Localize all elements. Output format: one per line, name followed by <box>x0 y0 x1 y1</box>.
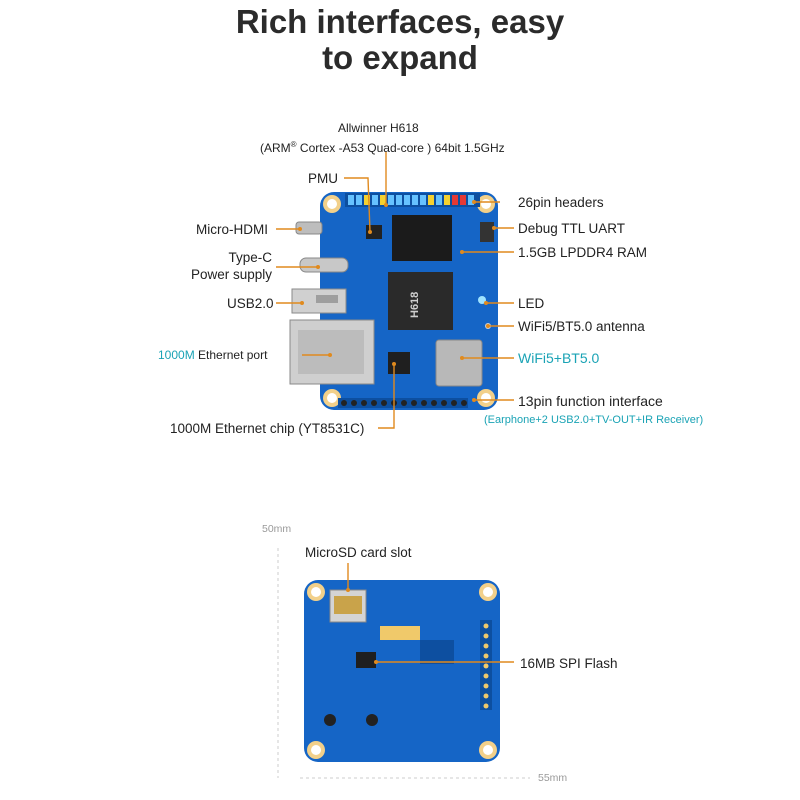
width-dimension: 55mm <box>538 772 568 784</box>
soc-label-post: Cortex -A53 Quad-core ) 64bit 1.5GHz <box>296 141 505 155</box>
ethernet-port-label-speed: 1000M <box>158 348 195 362</box>
height-dimension: 50mm <box>262 523 292 535</box>
usb-label: USB2.0 <box>227 296 274 311</box>
ethernet-chip <box>388 352 410 374</box>
wifi-module <box>435 339 483 387</box>
ethernet-chip-label: 1000M Ethernet chip (YT8531C) <box>170 421 365 436</box>
gpio-header <box>345 193 480 207</box>
micro-hdmi-port <box>295 221 323 235</box>
typec-label-line2: Power supply <box>190 267 272 282</box>
soc-label-sup: ® <box>290 140 297 149</box>
micro-hdmi-label: Micro-HDMI <box>196 222 268 237</box>
function-interface-sub: (Earphone+2 USB2.0+TV-OUT+IR Receiver) <box>484 414 704 426</box>
top-board: H618 <box>276 152 514 429</box>
wifi-label: WiFi5+BT5.0 <box>518 350 600 366</box>
debug-label: Debug TTL UART <box>518 221 626 236</box>
soc-label-pre: (ARM <box>260 141 291 155</box>
svg-text:H618: H618 <box>409 292 421 318</box>
bottom-board <box>277 548 530 779</box>
ethernet-port-label-text: Ethernet port <box>194 348 268 362</box>
spi-flash-label: 16MB SPI Flash <box>520 656 618 671</box>
typec-label-line1: Type-C <box>228 250 272 265</box>
pmu-label: PMU <box>308 171 338 186</box>
title-line-1: Rich interfaces, easy <box>235 3 565 40</box>
headers-label: 26pin headers <box>518 195 604 210</box>
spi-flash-chip <box>356 652 376 668</box>
antenna-label: WiFi5/BT5.0 antenna <box>518 319 645 334</box>
led-label: LED <box>518 296 545 311</box>
typec-port <box>299 257 349 273</box>
ethernet-port-label: 1000M Ethernet port <box>158 347 267 364</box>
title-line-2: to expand <box>322 39 478 76</box>
soc-label-line2: (ARM® Cortex -A53 Quad-core ) 64bit 1.5G… <box>260 136 505 157</box>
typec-label: Type-C Power supply <box>176 249 272 283</box>
function-interface-label: 13pin function interface <box>518 393 663 409</box>
microsd-label: MicroSD card slot <box>305 545 412 560</box>
ram-chip <box>392 215 452 261</box>
soc-chip <box>388 272 453 330</box>
soc-label-line1: Allwinner H618 <box>338 121 419 135</box>
ram-label: 1.5GB LPDDR4 RAM <box>518 245 648 260</box>
function-header <box>338 398 468 408</box>
